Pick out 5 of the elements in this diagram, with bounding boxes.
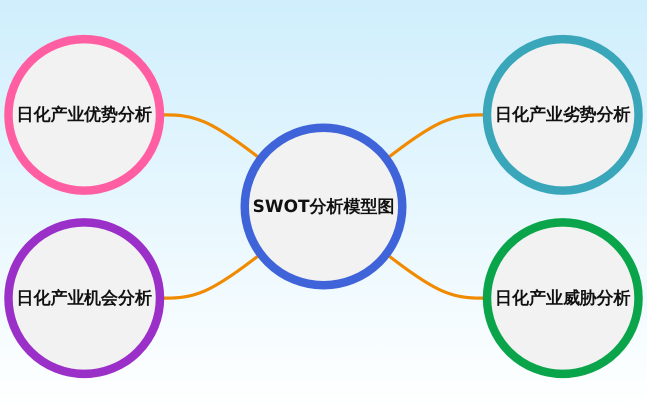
node-circle: 日化产业威胁分析 — [482, 218, 643, 378]
node-circle: SWOT分析模型图 — [240, 124, 406, 290]
node-circle: 日化产业劣势分析 — [482, 34, 643, 195]
node-circle: 日化产业机会分析 — [4, 218, 164, 378]
node-circle: 日化产业优势分析 — [4, 34, 164, 195]
